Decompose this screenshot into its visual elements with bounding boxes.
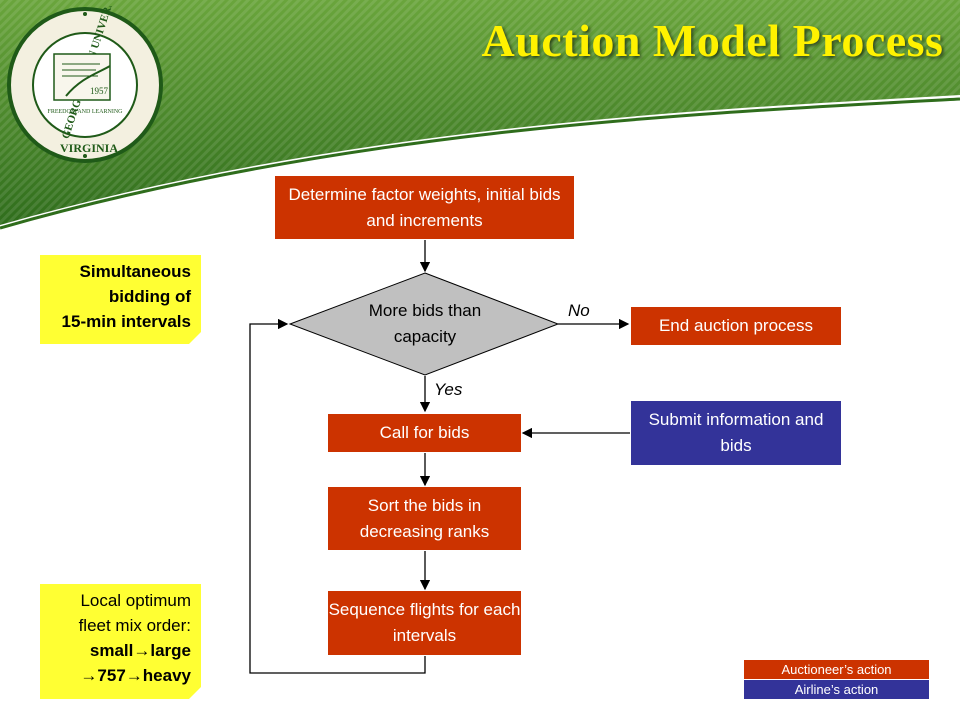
note-line: 15-min intervals <box>61 312 191 331</box>
sort-bids-step: Sort the bids in decreasing ranks <box>328 487 521 550</box>
simultaneous-bidding-note: Simultaneous bidding of 15-min intervals <box>40 255 201 344</box>
sequence-flights-step: Sequence flights for each intervals <box>328 591 521 655</box>
local-optimum-note: Local optimum fleet mix order: small→lar… <box>40 584 201 699</box>
note-line: small→large <box>89 641 191 660</box>
submit-bids-step: Submit information and bids <box>631 401 841 465</box>
no-branch-label: No <box>568 301 590 320</box>
seal-ring-text-bottom: VIRGINIA <box>60 141 118 155</box>
seal-motto: FREEDOM AND LEARNING <box>48 109 124 115</box>
note-line: →757→heavy <box>80 666 191 685</box>
decision-label: More bids than capacity <box>368 301 482 346</box>
folded-corner <box>189 332 201 344</box>
quill-icon <box>65 65 111 97</box>
university-seal: GEORGE MASON UNIVERSITY VIRGINIA 1957 FR… <box>7 6 163 163</box>
call-for-bids-step: Call for bids <box>328 414 521 452</box>
yes-branch-label: Yes <box>434 380 463 399</box>
note-line: bidding of <box>108 287 191 306</box>
header-banner <box>0 0 960 230</box>
folded-corner <box>189 687 201 699</box>
legend-airline: Airline’s action <box>744 680 929 699</box>
note-line: fleet mix order: <box>78 616 191 635</box>
decision-diamond <box>288 272 560 376</box>
legend-auctioneer: Auctioneer’s action <box>744 660 929 679</box>
note-line: Simultaneous <box>79 262 191 281</box>
determine-weights-step: Determine factor weights, initial bids a… <box>275 176 574 239</box>
end-auction-step: End auction process <box>631 307 841 345</box>
page-title: Auction Model Process <box>481 15 944 66</box>
note-line: Local optimum <box>80 591 191 610</box>
seal-year: 1957 <box>90 86 109 96</box>
